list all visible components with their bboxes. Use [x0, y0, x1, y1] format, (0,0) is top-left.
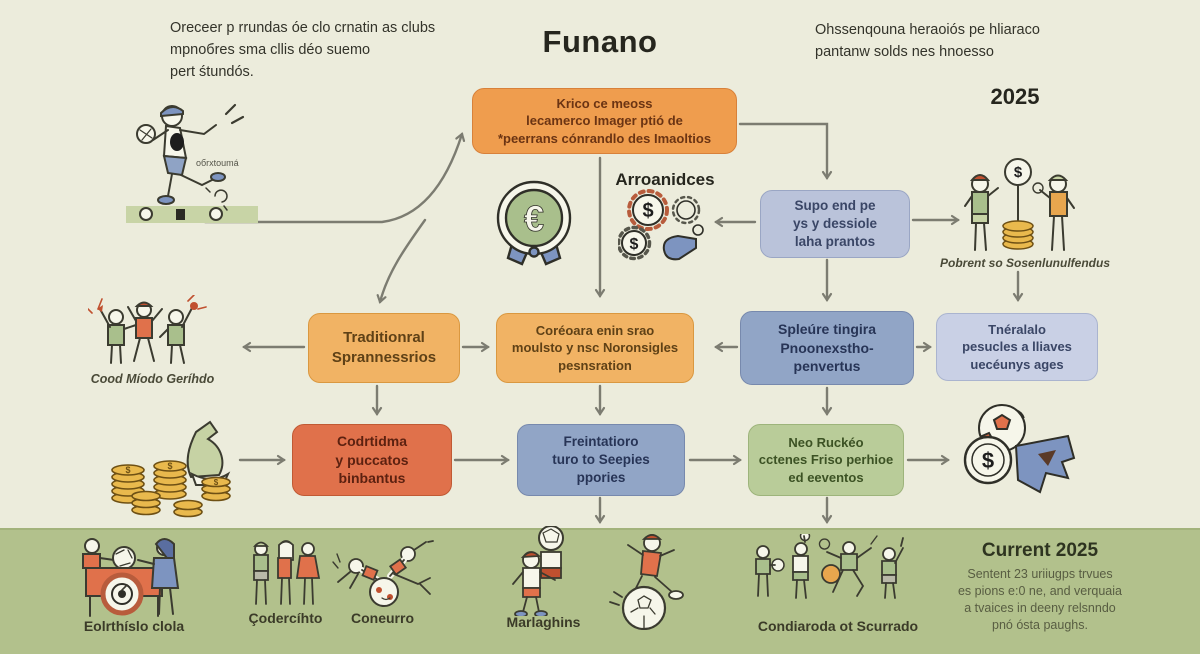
- skater-icon: [126, 103, 258, 223]
- slide-caption: Coneurro: [351, 610, 414, 626]
- group-caption: Condiaroda ot Scurrado: [757, 618, 919, 634]
- flow-box-freintatioro: Freintatioro turo to Seepies ppories: [517, 424, 685, 496]
- group-playing-icon: [755, 534, 904, 599]
- current-title: Current 2025: [981, 540, 1099, 561]
- flow-box-coreoara: Coréoara enin srao moulsto y nsc Noronsi…: [496, 313, 694, 383]
- celebration-caption: Cood Míodo Geríhdo: [90, 372, 215, 386]
- top-right-note: Ohssenqouna heraoiós pe hliaraco pantanw…: [815, 22, 1040, 60]
- coin-glyph-2: $: [167, 461, 172, 471]
- flow-box-traditional: Traditionral Sprannessrios: [308, 313, 460, 383]
- euro-glyph: €: [524, 198, 544, 239]
- sign-dollar-glyph: $: [1014, 164, 1023, 181]
- euro-medal-icon: €: [496, 180, 572, 266]
- flow-box-supo: Supo end pe ys y dessiole laha prantos: [760, 190, 910, 258]
- current-text: Sentent 23 uriiugps trvues es pions e:0 …: [957, 567, 1122, 632]
- flow-box-codrtidma: Codrtidma y puccatos binbantus: [292, 424, 452, 496]
- sliding-players-icon: [332, 540, 434, 607]
- arroanidces-label: Arroanidces: [615, 170, 715, 189]
- prize-dollar-glyph: $: [982, 448, 994, 473]
- coin-glyph-3: $: [214, 478, 219, 487]
- flow-box-neo: Neo Ruckéo cctenes Friso perhioe ed eeve…: [748, 424, 904, 496]
- coin-glyph-1: $: [125, 465, 130, 475]
- flow-box-spleure: Spleúre tingira Pnoonexstho- penvertus: [740, 311, 914, 385]
- header-player-icon: [512, 526, 564, 616]
- header-caption: Marlaghins: [506, 614, 581, 630]
- standing-people-icon: [253, 540, 321, 605]
- cart-caption: Eolrthíslo clola: [83, 618, 185, 634]
- donation-sign-icon: $: [964, 158, 1075, 251]
- bottom-band: [0, 528, 1200, 654]
- flow-box-top: Krico ce meoss lecamerco Imager ptió de …: [472, 88, 737, 154]
- prize-coins-ribbon-icon: $: [963, 404, 1076, 494]
- skater-note: oбrxtoumá: [196, 158, 239, 168]
- page-title: Funano: [542, 24, 658, 59]
- celebration-icon: [88, 295, 207, 364]
- people-caption: Çodercíhto: [248, 610, 323, 626]
- donation-caption: Pobrent so Sosenlunulfendus: [939, 256, 1110, 270]
- coins-icon: $ $ $: [111, 420, 231, 518]
- food-cart-icon: [82, 538, 180, 617]
- top-left-note: Oreceer p rrundas óe clo crnatin as club…: [170, 20, 436, 80]
- year-label: 2025: [990, 84, 1040, 109]
- gear-dollar-glyph-1: $: [642, 200, 653, 222]
- gear-dollar-icon: $ $: [618, 189, 704, 261]
- flow-box-tneralalo: Tnéralalo pesucles a lliaves uecéunys ag…: [936, 313, 1098, 381]
- gear-dollar-glyph-2: $: [630, 236, 639, 253]
- kicking-player-icon: [609, 534, 684, 630]
